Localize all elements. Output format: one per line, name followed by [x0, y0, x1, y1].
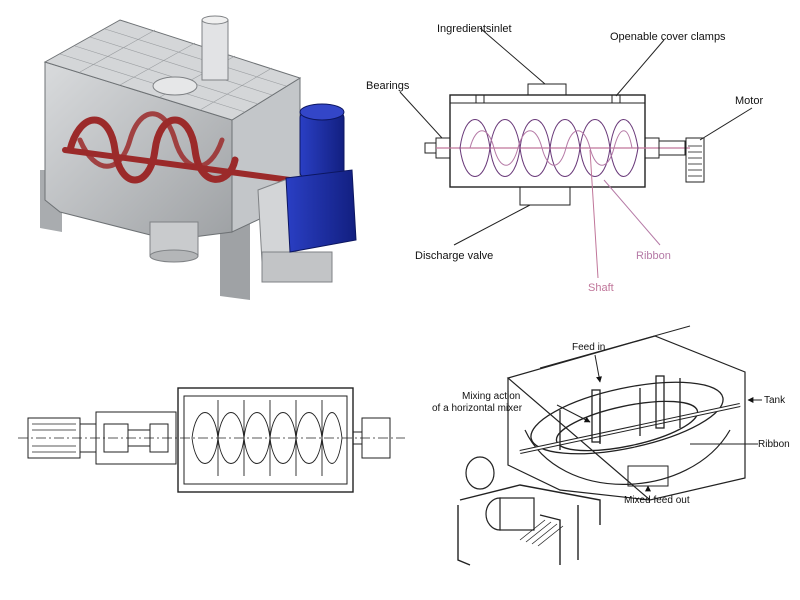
belt-guard-hatch	[519, 519, 564, 547]
label-mixed-feed-out: Mixed feed out	[624, 495, 690, 506]
leader-shaft	[589, 149, 599, 279]
inlet-pipe-top	[201, 15, 229, 25]
motor-top	[299, 103, 345, 121]
trough-top	[177, 387, 354, 493]
label-shaft: Shaft	[588, 282, 614, 294]
label-ribbon: Ribbon	[636, 250, 671, 262]
blender-top-view	[18, 387, 405, 493]
shaft-stub-right	[352, 431, 363, 445]
leader-discharge	[453, 204, 531, 246]
tank-front-wall	[507, 378, 651, 501]
ribbon-top-view	[191, 400, 343, 476]
leader-inlet	[479, 27, 546, 85]
stand-leg	[220, 220, 250, 300]
inlet-flange	[152, 76, 198, 96]
label-ingredients-inlet: Ingredientsinlet	[437, 23, 512, 35]
stand-frame-2	[539, 514, 561, 565]
motor-fins-top	[32, 423, 76, 453]
leader-clamps	[615, 39, 665, 97]
stand-frame-3	[459, 484, 601, 525]
leader-ribbon	[603, 179, 661, 246]
tank-top-edge	[539, 325, 691, 369]
top-cover	[43, 19, 302, 121]
coupling	[658, 140, 686, 156]
pulley	[465, 456, 495, 490]
label-discharge-valve: Discharge valve	[415, 250, 493, 262]
ribbon-agitator-sketch	[519, 375, 741, 455]
motor-drum	[685, 137, 705, 183]
ribbon-agitator-red	[62, 111, 293, 184]
label-ribbon-sketch: Ribbon	[758, 439, 790, 450]
leader-feed-in	[594, 354, 602, 383]
inlet-pipe	[201, 19, 229, 81]
label-tank: Tank	[764, 395, 786, 406]
clamp-left	[475, 94, 485, 104]
label-bearings: Bearings	[366, 80, 410, 92]
stand-frame	[457, 505, 471, 566]
gearbox-frame	[95, 411, 177, 465]
label-feed-in: Feed in	[572, 342, 605, 353]
trough-u	[524, 429, 731, 485]
ribbon-helix	[459, 119, 639, 177]
blender-3d-render	[40, 15, 357, 300]
motor-fins	[688, 145, 702, 177]
blender-schematic-labeled: Ingredientsinlet Openable cover clamps B…	[366, 23, 763, 294]
motor-body-sketch	[499, 497, 535, 531]
discharge-bottom	[149, 249, 199, 263]
inlet-box	[527, 83, 567, 96]
gear-base	[261, 251, 333, 283]
mixed-feed-outlet	[627, 465, 669, 487]
discharge-valve-box	[519, 186, 571, 206]
label-motor: Motor	[735, 95, 763, 107]
bearing-left-top	[149, 423, 169, 453]
motor-gearbox	[285, 169, 357, 253]
motor-body	[299, 111, 345, 179]
blender-isometric-sketch: Feed in Mixing action of a horizontal mi…	[432, 325, 790, 566]
label-mixing-action-line2: of a horizontal mixer	[432, 403, 523, 414]
leader-mixing-action	[556, 404, 591, 423]
trough-inner	[183, 395, 348, 485]
shaft-end-left	[424, 142, 437, 154]
label-openable-cover-clamps: Openable cover clamps	[610, 31, 726, 43]
leader-motor	[699, 107, 753, 141]
label-mixing-action: Mixing action	[462, 391, 520, 402]
leader-bearings	[399, 91, 443, 139]
clamp-right	[611, 94, 621, 104]
